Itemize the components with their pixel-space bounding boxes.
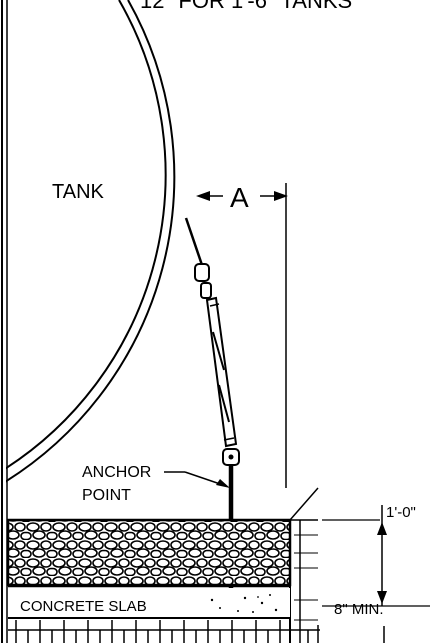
slab-min-label: 8" MIN. [334,601,384,618]
left-border [1,0,8,643]
header-note: 12" FOR 1'-6" TANKS [140,0,352,13]
dimension-a [196,183,288,488]
gravel-height-label: 1'-0" [386,504,416,521]
gravel-bed [6,487,319,643]
tank-shell [6,0,176,483]
anchor-leader [164,471,230,488]
concrete-slab-label: CONCRETE SLAB [20,598,147,615]
tank-label: TANK [52,181,105,203]
gravel-height-dimension [322,505,430,607]
anchor-point-label-line2: POINT [82,487,131,504]
dimension-a-label: A [230,182,249,213]
anchor-point-label-line1: ANCHOR [82,464,151,481]
concrete-slab [8,588,290,619]
subgrade [8,620,320,643]
